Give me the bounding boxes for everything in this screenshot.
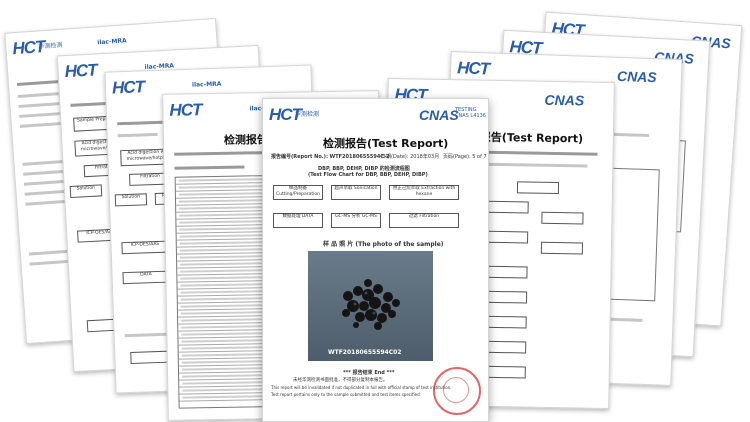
hct-logo-cn: 华测检测 [38, 41, 63, 51]
flow-box: 超声萃取 Sonication [331, 185, 381, 200]
official-stamp [433, 367, 481, 415]
ilac-logo: ilac-MRA [191, 80, 222, 89]
note-en: This report will be invalidated if not d… [271, 385, 452, 390]
flow-box: ICP-OES/AAS [121, 240, 169, 255]
hct-logo: HCT [64, 60, 98, 82]
hct-logo: HCT [269, 105, 302, 124]
note-cn: 未经华测检测书面批准，不得部分复制本报告。 [293, 378, 388, 383]
hct-logo: HCT [111, 77, 145, 98]
hct-logo: HCT [456, 58, 490, 79]
flow-box: GC-MS 分析 GC-MS [331, 213, 381, 228]
page-title: 检测报告(Test Report) [323, 137, 449, 150]
cnas-subtitle: TESTING CNAS L4136 [455, 107, 486, 119]
end-of-report: *** 报告结束 End *** [343, 370, 395, 376]
report-page-front: HCT 华测检测 CNAS TESTING CNAS L4136 检测报告(Te… [262, 98, 489, 422]
report-number: 报告编号(Report No.): WTF20180655594C-2 [271, 154, 390, 160]
ilac-logo: ilac-MRA [97, 37, 127, 47]
cnas-logo: CNAS [419, 107, 459, 123]
flow-box: DATA [122, 270, 170, 285]
flow-box: 用正己烷萃取 Extraction with hexane [389, 185, 459, 200]
flow-box: Solution [69, 184, 103, 198]
sample-pellets-image [342, 279, 400, 330]
official-stamp-inner [443, 377, 469, 403]
report-date: 日期(Date): 2018年03月 [381, 154, 440, 160]
flow-title: DBP, BBP, DEHP, DIBP 的检测流程图 [318, 166, 410, 172]
flow-title-en: (Test Flow Chart for DBP, BBP, DEHP, DIB… [308, 172, 428, 178]
hct-logo: HCT [169, 100, 202, 120]
sample-id-label: WTF20180655594C02 [328, 349, 402, 356]
flow-box: Solution [114, 193, 148, 207]
report-page-number: 页码(Page): 5 of 7 [443, 154, 487, 160]
sample-photo: WTF20180655594C02 [308, 251, 433, 361]
cnas-logo: CNAS [544, 91, 585, 109]
flow-box: 过滤 Filtration [389, 213, 459, 228]
flow-box: 样品制备 Cutting/Preparation [273, 185, 323, 200]
note-en-2: Test report pertains only to the sample … [271, 392, 421, 397]
flow-box: 数据处理 DATA [273, 213, 323, 228]
photo-label: 样 品 照 片 (The photo of the sample) [323, 241, 444, 248]
hct-logo-cn: 华测检测 [295, 111, 320, 118]
cnas-logo: CNAS [616, 67, 657, 86]
